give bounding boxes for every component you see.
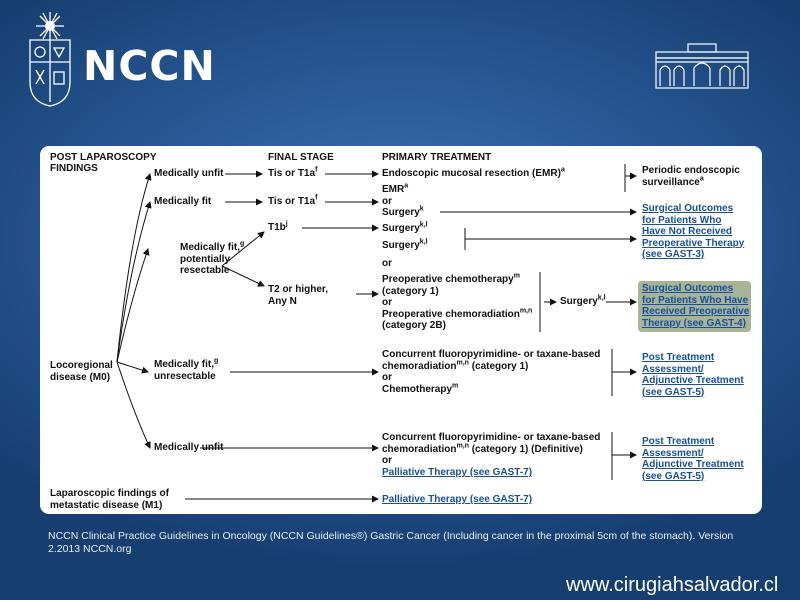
treatment-preop-group: Preoperative chemotherapym(category 1)or… xyxy=(382,272,533,331)
treatment-or-1: or xyxy=(382,258,392,269)
treatment-surgery-kl-1: Surgeryk,l xyxy=(382,221,428,234)
treatment-concurrent-1: Concurrent fluoropyrimidine- or taxane-b… xyxy=(382,349,601,395)
medically-unfit-bottom: Medically unfit xyxy=(154,442,224,453)
nccn-logo-text: NCCN xyxy=(83,42,216,90)
stage-t1b: T1bj xyxy=(268,220,288,233)
treatment-surgery-kl-2: Surgeryk,l xyxy=(382,238,428,251)
medically-unfit-top: Medically unfit xyxy=(154,168,224,179)
university-seal-logo xyxy=(29,12,71,107)
header-final-stage: FINAL STAGE xyxy=(268,152,334,163)
building-logo xyxy=(655,43,749,89)
citation-footer: NCCN Clinical Practice Guidelines in Onc… xyxy=(48,530,734,555)
palliative-link-1[interactable]: Palliative Therapy (see GAST-7) xyxy=(382,467,533,478)
treatment-concurrent-2: Concurrent fluoropyrimidine- or taxane-b… xyxy=(382,432,601,466)
stage-t2: T2 or higher,Any N xyxy=(268,284,329,307)
website-url: www.cirugiahsalvador.cl xyxy=(566,574,779,596)
treatment-surgery-kl-3: Surgeryk,l xyxy=(560,294,606,307)
header-primary-treatment: PRIMARY TREATMENT xyxy=(382,152,492,163)
stage-tis-2: Tis or T1af xyxy=(268,194,318,207)
palliative-link-2[interactable]: Palliative Therapy (see GAST-7) xyxy=(382,494,533,505)
medically-fit: Medically fit xyxy=(154,196,212,207)
treatment-emr-full: Endoscopic mucosal resection (EMR)a xyxy=(382,166,565,179)
flowchart-lines xyxy=(116,164,637,503)
highlight-box xyxy=(638,281,751,332)
stage-tis-1: Tis or T1af xyxy=(268,166,318,179)
